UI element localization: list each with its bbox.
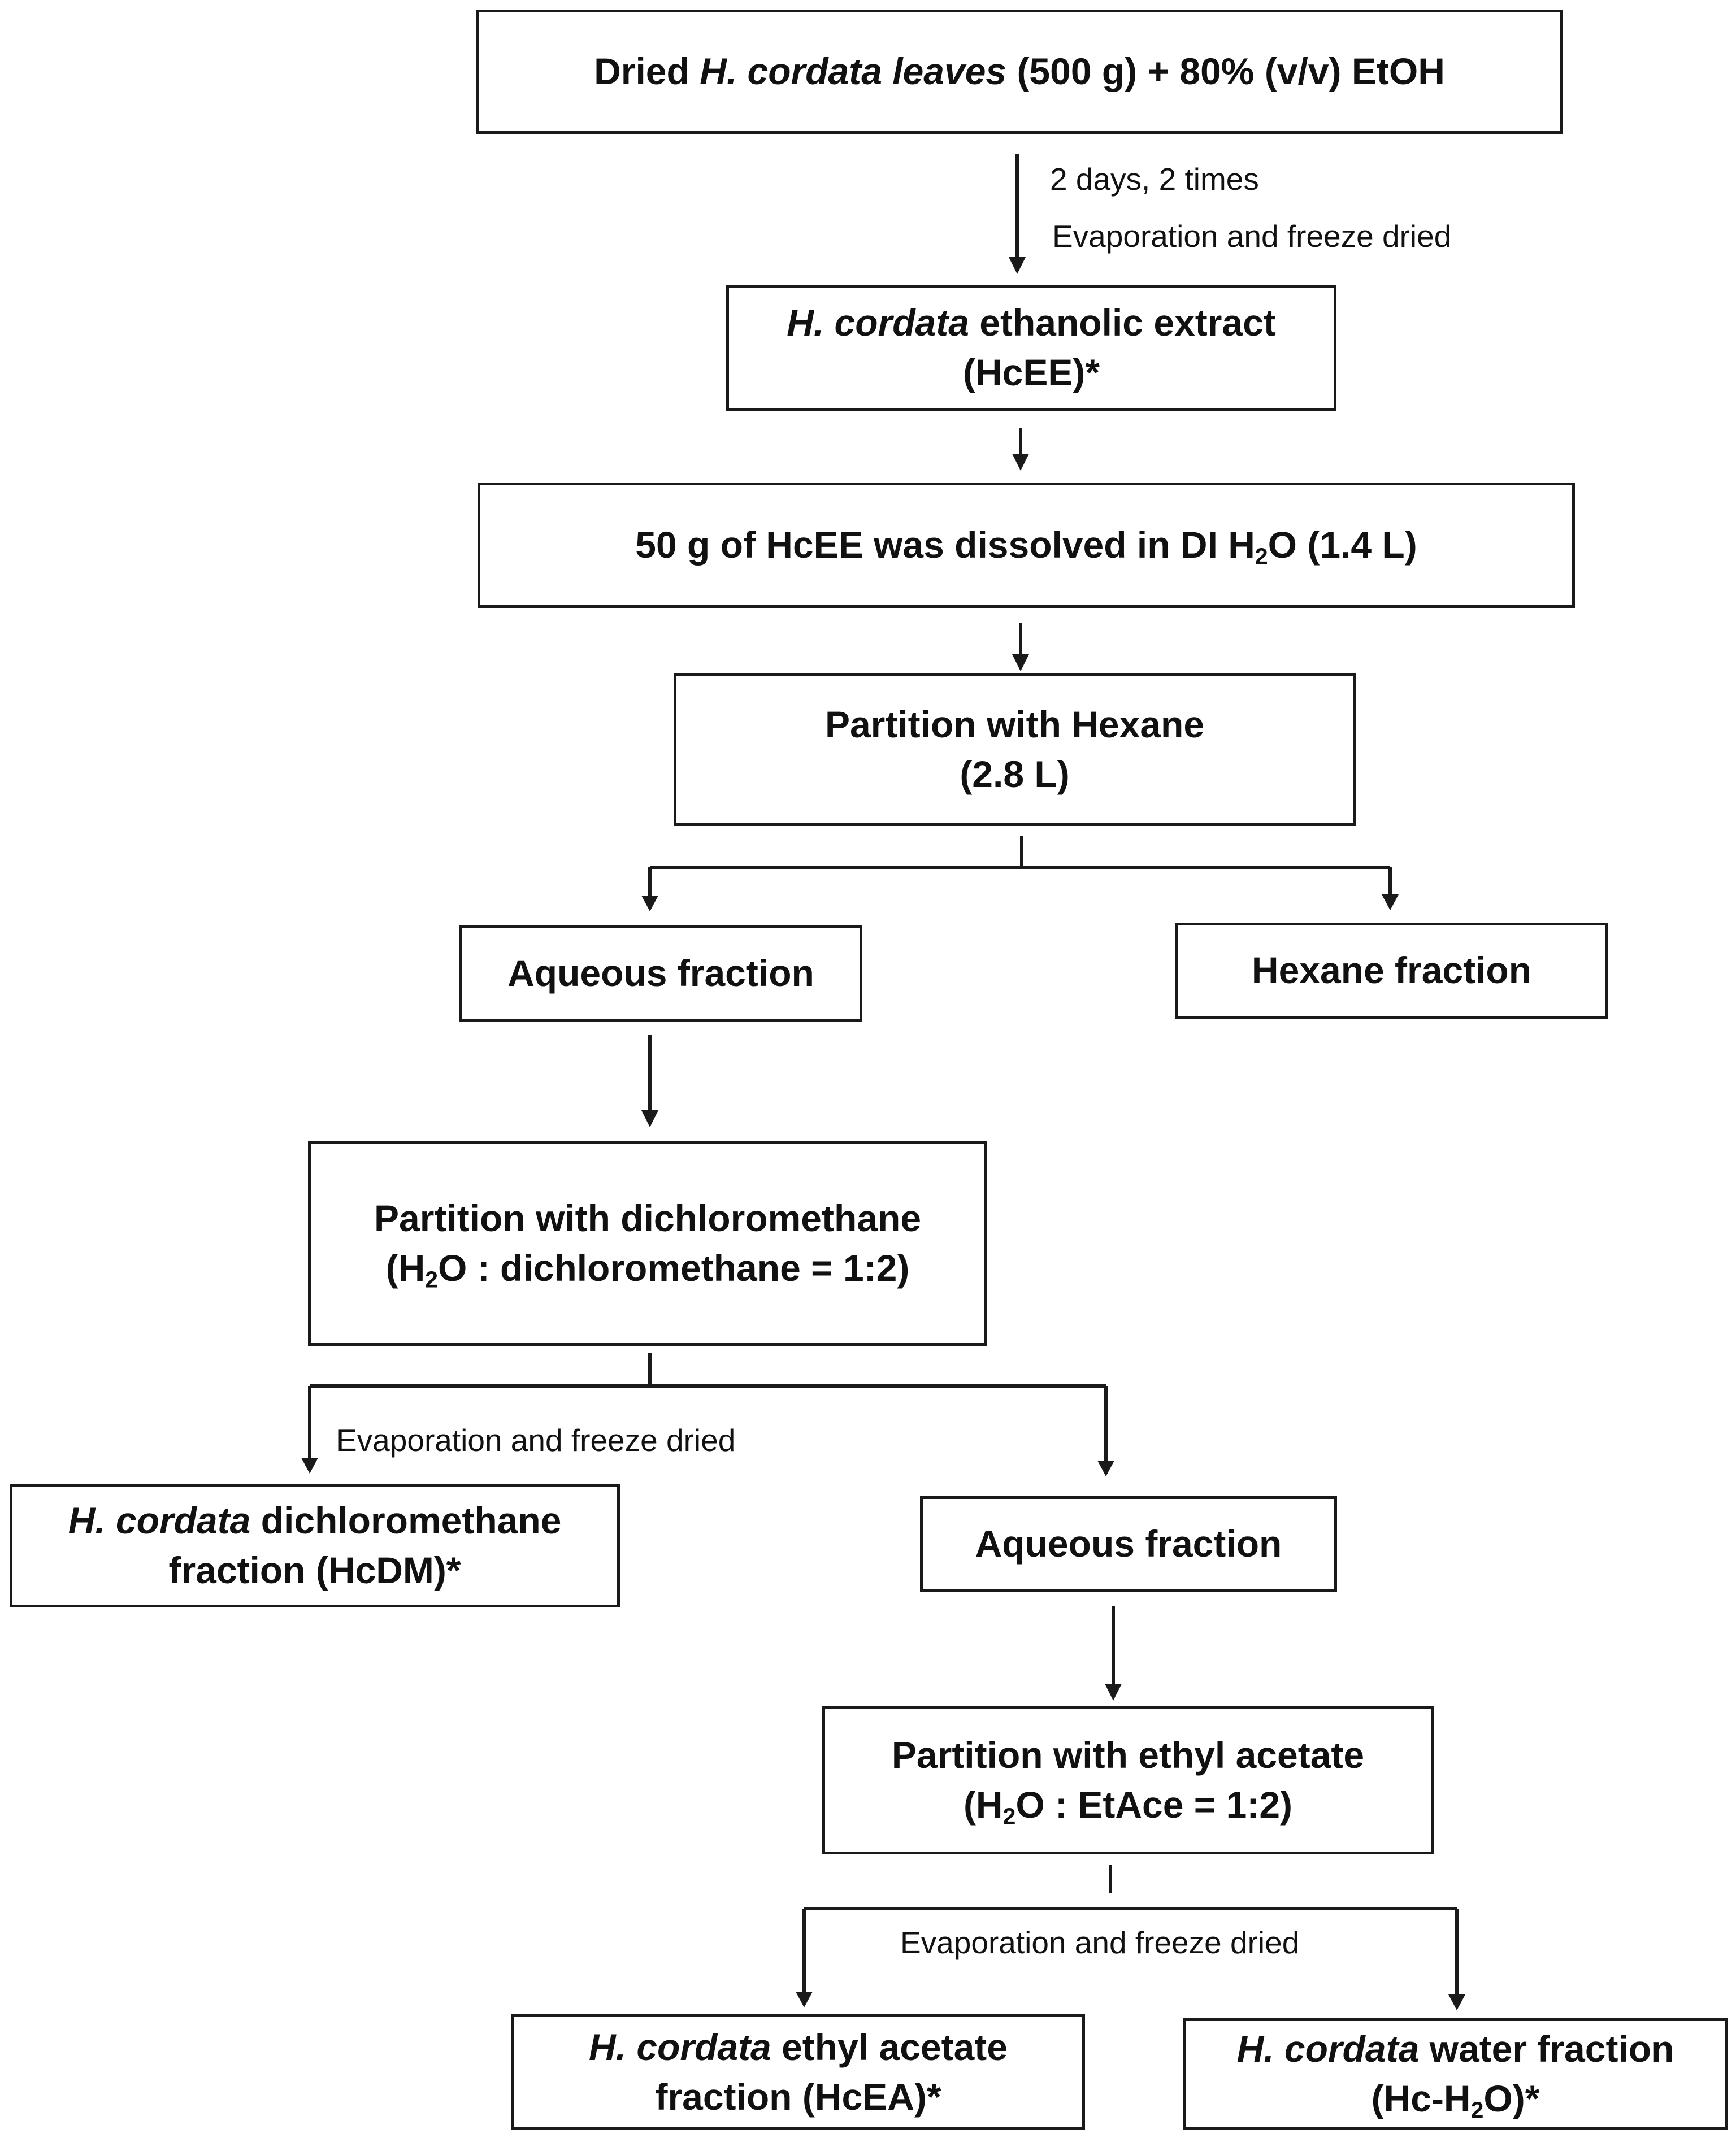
box-hcdm-fraction: H. cordata dichloromethane fraction (HcD… bbox=[10, 1484, 620, 1607]
note-evaporation-freeze-dried-ea: Evaporation and freeze dried bbox=[900, 1925, 1300, 1960]
arrowhead bbox=[796, 1992, 813, 2007]
start-italic-text: H. cordata leaves bbox=[700, 50, 1007, 93]
ea-line2-sub: 2 bbox=[1002, 1803, 1016, 1830]
arrowhead bbox=[1448, 1994, 1465, 2010]
hcea-italic-text: H. cordata bbox=[589, 2026, 771, 2068]
arrowhead bbox=[641, 896, 658, 911]
box-ethyl-acetate-partition: Partition with ethyl acetate (H2O : EtAc… bbox=[822, 1706, 1434, 1854]
hcdm-line2-text: fraction (HcDM)* bbox=[168, 1549, 461, 1591]
arrowhead bbox=[1097, 1461, 1114, 1476]
dissolve-sub-text: 2 bbox=[1255, 543, 1268, 570]
arrowhead bbox=[1012, 654, 1029, 671]
hcdm-line1-text: dichloromethane bbox=[250, 1500, 562, 1542]
hch2o-line2-sub: 2 bbox=[1470, 2097, 1484, 2123]
note-evaporation-freeze-dried-1: Evaporation and freeze dried bbox=[1052, 219, 1452, 254]
box-hexane-partition: Partition with Hexane (2.8 L) bbox=[674, 673, 1356, 826]
dissolve-pre-text: 50 g of HcEE was dissolved in DI H bbox=[635, 524, 1255, 566]
arrowhead bbox=[1009, 257, 1026, 274]
hcea-line2-text: fraction (HcEA)* bbox=[655, 2075, 941, 2118]
hcee-line1-text: ethanolic extract bbox=[969, 302, 1276, 344]
dcm-line2-sub: 2 bbox=[425, 1266, 439, 1293]
hch2o-italic-text: H. cordata bbox=[1236, 2028, 1420, 2070]
ea-partition-line1: Partition with ethyl acetate bbox=[891, 1734, 1365, 1776]
ea-line2-post: O : EtAce = 1:2) bbox=[1015, 1784, 1293, 1826]
hch2o-line1-text: water fraction bbox=[1419, 2028, 1674, 2070]
hch2o-line2-post: O)* bbox=[1483, 2078, 1540, 2119]
arrowhead bbox=[301, 1458, 318, 1474]
hcdm-italic-text: H. cordata bbox=[68, 1500, 251, 1542]
hcea-line1-text: ethyl acetate bbox=[771, 2026, 1008, 2068]
hcee-italic-text: H. cordata bbox=[787, 302, 969, 344]
box-dissolve-hcee: 50 g of HcEE was dissolved in DI H2O (1.… bbox=[478, 483, 1575, 608]
hexane-partition-line2: (2.8 L) bbox=[960, 753, 1070, 795]
box-hcee-extract: H. cordata ethanolic extract (HcEE)* bbox=[726, 285, 1336, 411]
dcm-line2-post: O : dichloromethane = 1:2) bbox=[438, 1247, 910, 1289]
hexane-partition-line1: Partition with Hexane bbox=[824, 703, 1205, 746]
dcm-line2-pre: (H bbox=[385, 1247, 426, 1289]
dissolve-post-text: O (1.4 L) bbox=[1268, 524, 1417, 566]
ea-line2-pre: (H bbox=[963, 1784, 1003, 1826]
note-evaporation-freeze-dried-dcm: Evaporation and freeze dried bbox=[336, 1423, 736, 1458]
box-hcea-fraction: H. cordata ethyl acetate fraction (HcEA)… bbox=[511, 2014, 1085, 2130]
box-hc-water-fraction: H. cordata water fraction (Hc-H2O)* bbox=[1183, 2018, 1728, 2130]
box-aqueous-fraction-2: Aqueous fraction bbox=[920, 1496, 1337, 1592]
box-hexane-fraction: Hexane fraction bbox=[1175, 923, 1608, 1019]
start-pre-text: Dried bbox=[594, 50, 700, 93]
arrowhead bbox=[1382, 894, 1399, 910]
start-post-text: (500 g) + 80% (v/v) EtOH bbox=[1006, 50, 1445, 93]
arrowhead bbox=[1012, 454, 1029, 471]
box-aqueous-fraction-1: Aqueous fraction bbox=[459, 925, 862, 1022]
arrowhead bbox=[1105, 1684, 1122, 1701]
hch2o-line2-pre: (Hc-H bbox=[1371, 2078, 1471, 2119]
box-dried-leaves-etoh: Dried H. cordata leaves (500 g) + 80% (v… bbox=[476, 10, 1563, 134]
arrowhead bbox=[641, 1110, 658, 1127]
hcee-line2-text: (HcEE)* bbox=[962, 351, 1100, 393]
box-dichloromethane-partition: Partition with dichloromethane (H2O : di… bbox=[308, 1141, 987, 1346]
dcm-partition-line1: Partition with dichloromethane bbox=[374, 1197, 922, 1240]
aqueous2-label: Aqueous fraction bbox=[975, 1523, 1282, 1565]
hexane-fraction-label: Hexane fraction bbox=[1251, 949, 1532, 992]
aqueous1-label: Aqueous fraction bbox=[507, 952, 814, 994]
note-2-days-2-times: 2 days, 2 times bbox=[1050, 162, 1259, 197]
